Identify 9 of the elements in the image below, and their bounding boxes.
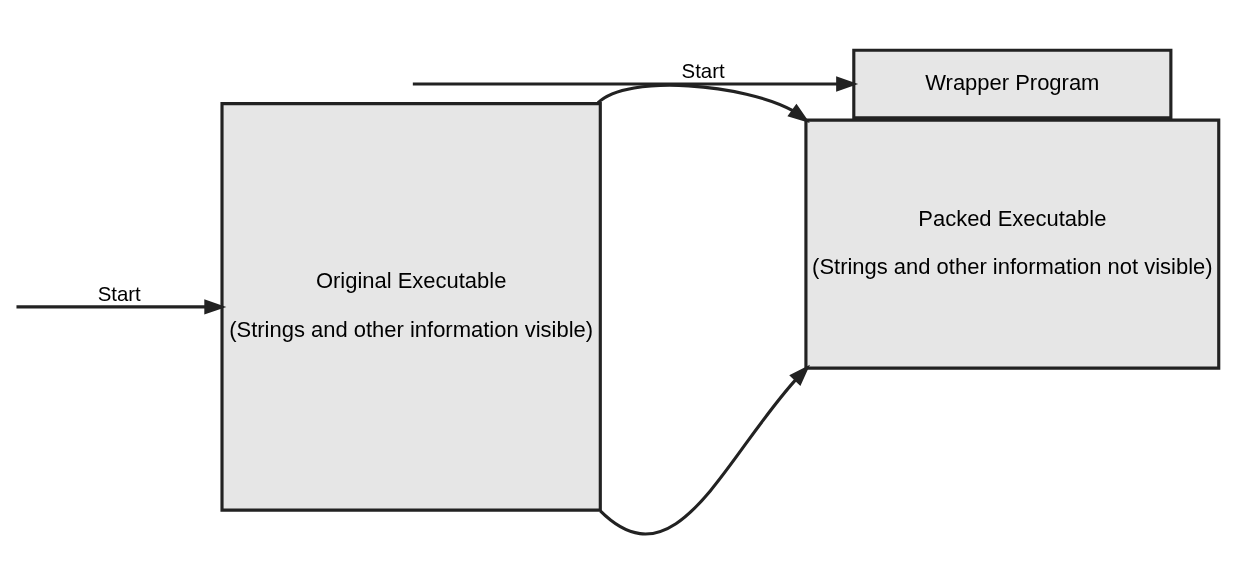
node-box: Wrapper Program [852, 48, 1173, 120]
arrow [597, 83, 810, 123]
arrow [412, 76, 859, 92]
edge-label: Start [97, 283, 141, 306]
node-box: Original Executable (Strings and other information visible) [220, 102, 602, 512]
arrow [16, 299, 227, 315]
node-box: Packed Executable (Strings and other information not visible) [804, 118, 1221, 370]
edge-label: Start [681, 60, 725, 83]
arrow [599, 364, 810, 535]
